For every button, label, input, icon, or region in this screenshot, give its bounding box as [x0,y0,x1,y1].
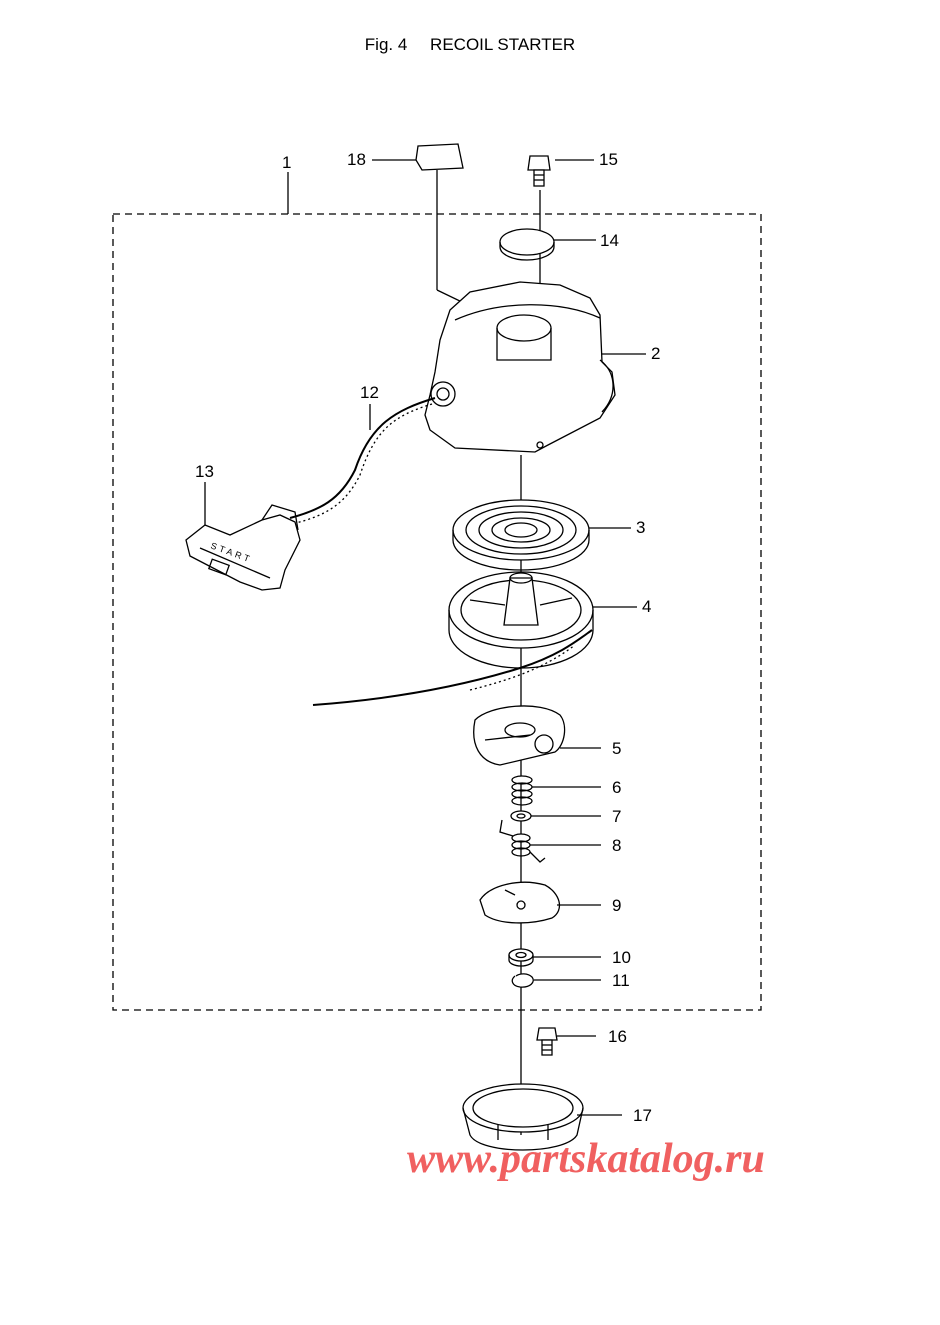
part-washer [510,810,532,822]
part-spiral-spring [452,499,590,571]
callout-1: 1 [282,153,291,172]
callout-13: 13 [195,462,214,481]
part-handle [185,504,301,591]
callout-15: 15 [599,150,618,169]
part-torsion-spring [499,819,546,863]
callout-10: 10 [612,948,631,967]
part-bolt-top [527,155,551,187]
callout-14: 14 [600,231,619,250]
callout-12: 12 [360,383,379,402]
callout-5: 5 [612,739,621,758]
watermark: www.partskatalog.ru [407,1136,765,1182]
callout-7: 7 [612,807,621,826]
callout-2: 2 [651,344,660,363]
part-bolt-bottom [536,1027,558,1056]
part-spring [511,775,533,806]
part-rope [289,397,436,519]
part-cap [499,228,555,261]
callout-11: 11 [612,971,630,990]
part-nut [508,948,534,967]
callout-3: 3 [636,518,645,537]
callout-16: 16 [608,1027,627,1046]
callout-18: 18 [347,150,366,169]
part-clip [511,973,534,988]
figure-number: Fig. 4 [364,35,408,54]
callout-4: 4 [642,597,651,616]
part-starter-case [424,281,616,453]
callout-8: 8 [612,836,621,855]
callout-9: 9 [612,896,621,915]
assembly-boundary [112,213,762,1011]
figure-name: RECOIL STARTER [430,35,576,54]
part-friction-plate [479,881,561,924]
callout-6: 6 [612,778,621,797]
part-starter-cup [462,1083,584,1151]
figure-title: Fig. 4 RECOIL STARTER [0,35,940,55]
callout-17: 17 [633,1106,652,1125]
part-rope-lower [312,629,593,706]
part-ratchet [473,705,566,766]
